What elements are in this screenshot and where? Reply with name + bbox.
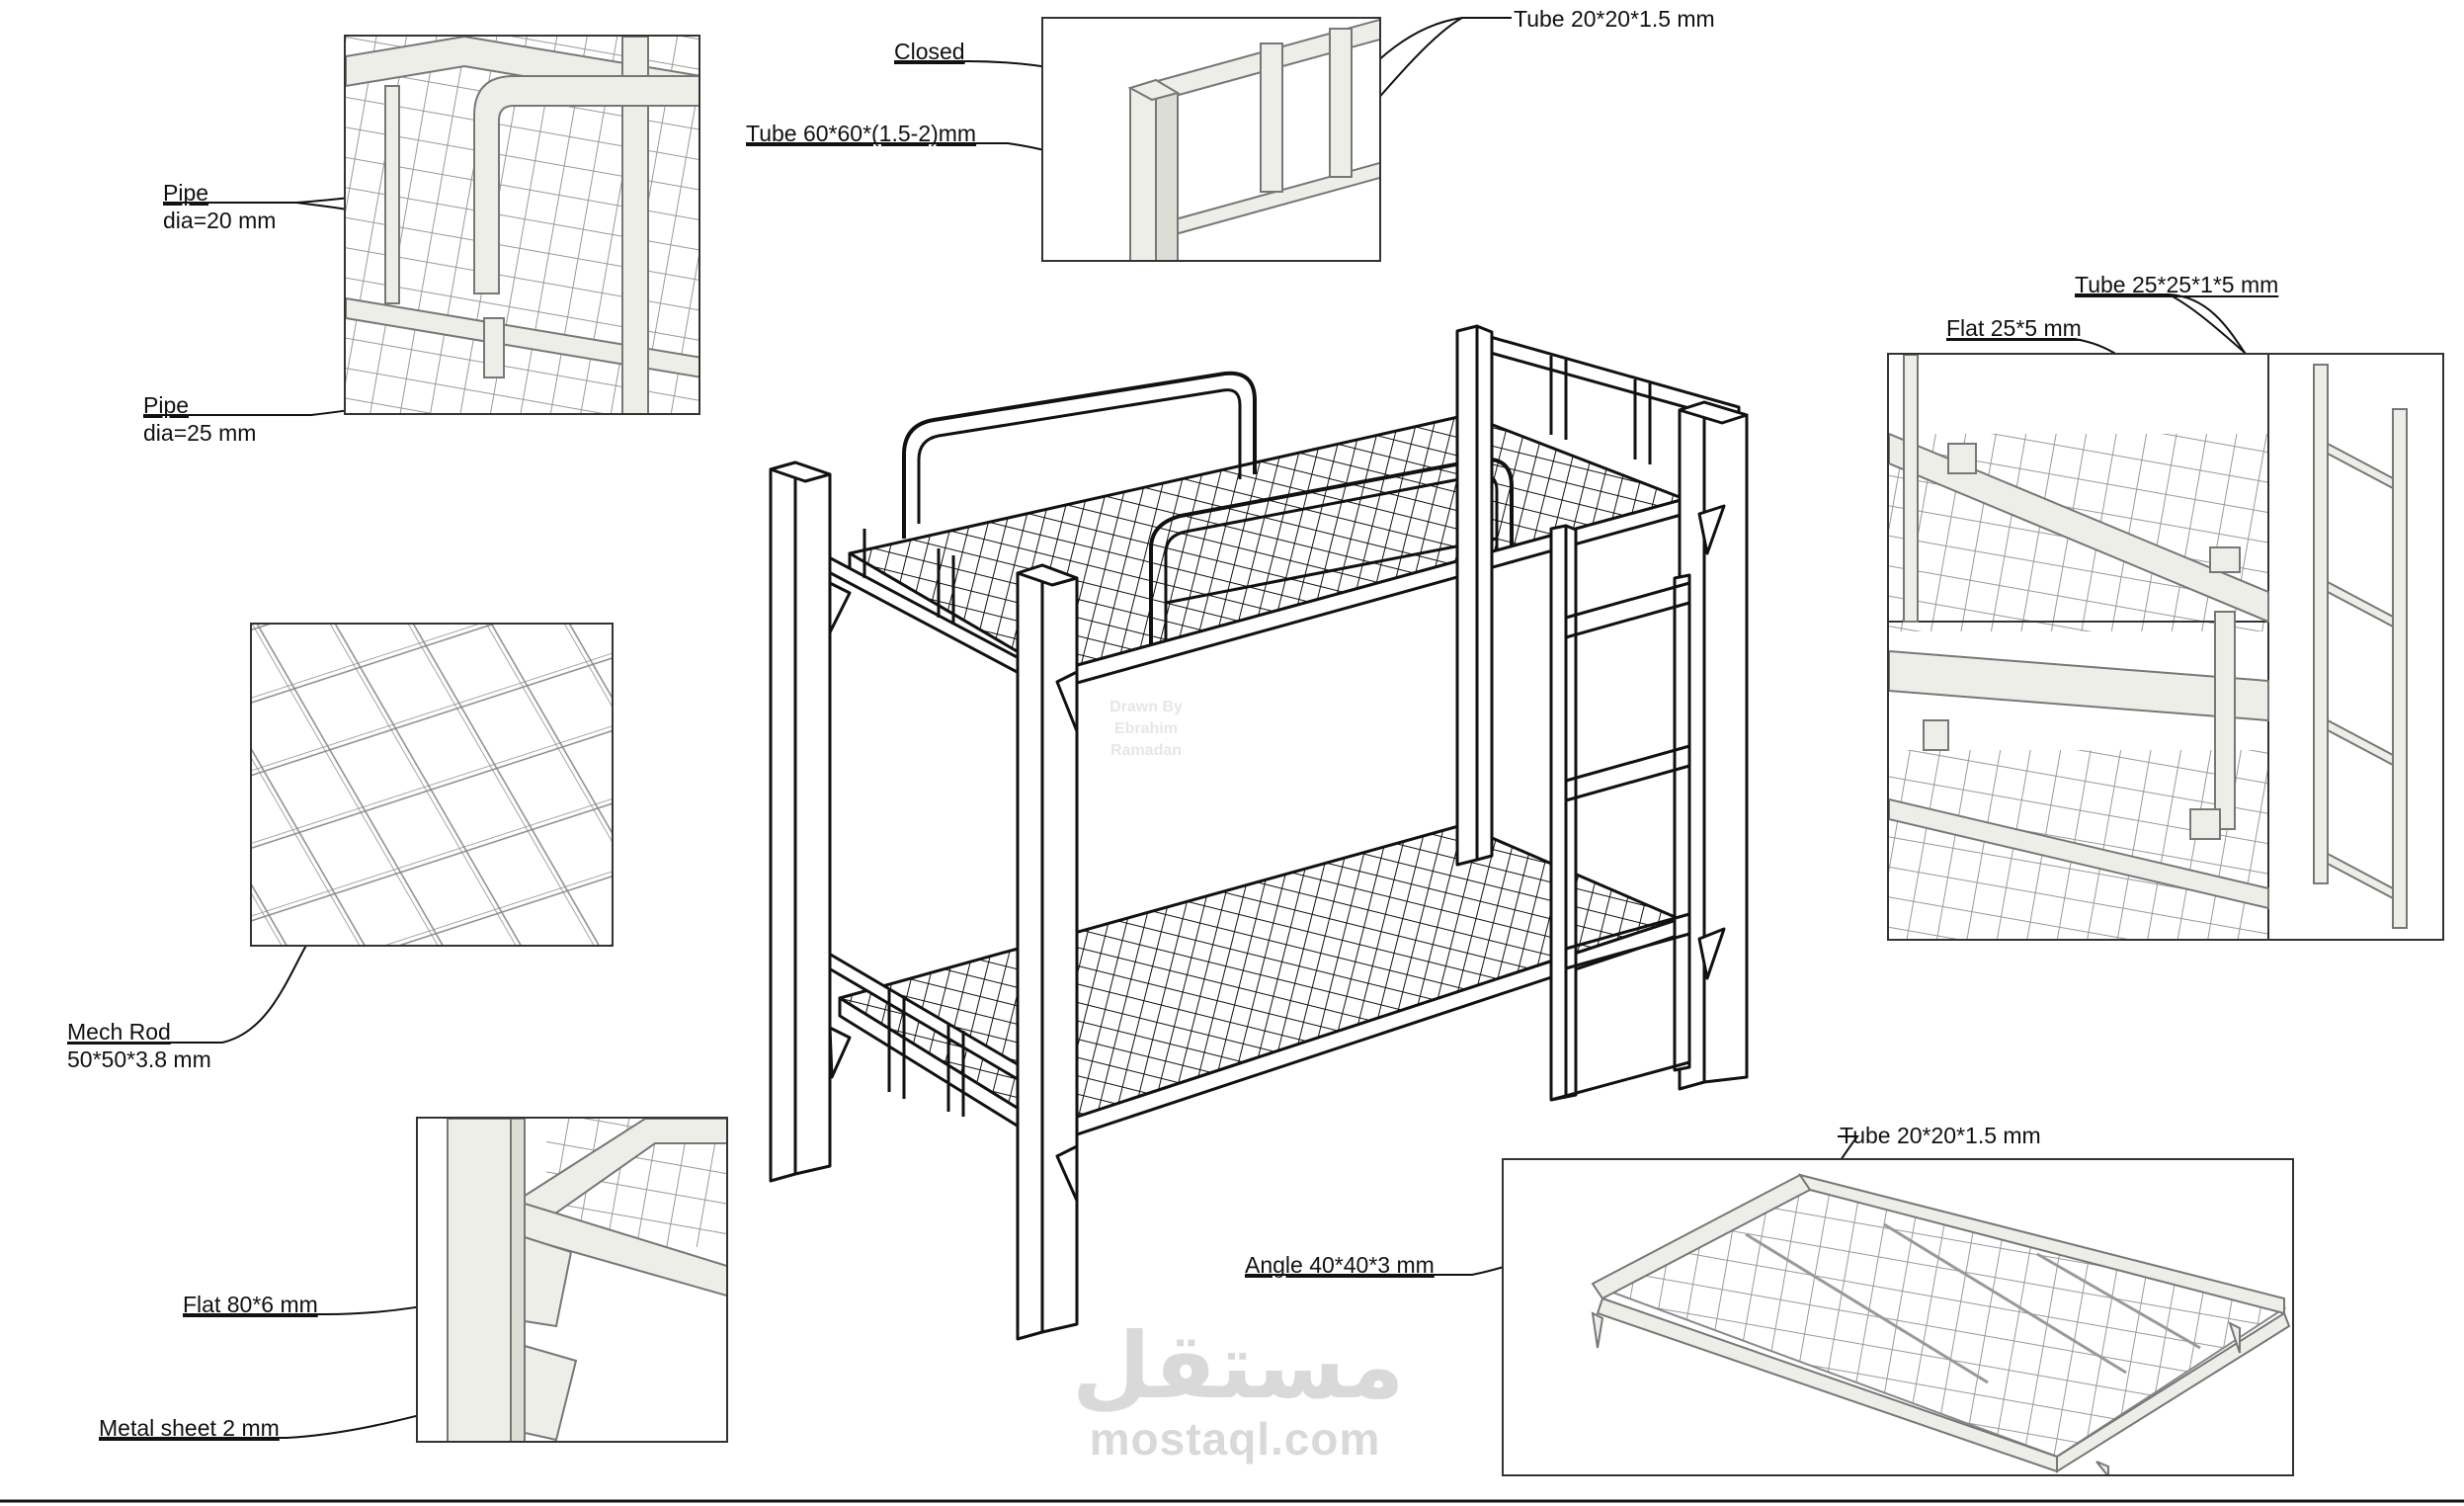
watermark-latin: mostaql.com bbox=[1089, 1413, 1381, 1464]
upper-side-guard bbox=[1149, 457, 1514, 652]
back-left-post bbox=[1455, 324, 1479, 867]
upper-back-guard bbox=[902, 371, 1257, 539]
detail-ladder-panel bbox=[1887, 353, 2444, 941]
label-mech-rod-dim: 50*50*3.8 mm bbox=[67, 1046, 211, 1072]
detail-bracket-panel bbox=[416, 1117, 728, 1443]
label-tube-20-bottom: Tube 20*20*1.5 mm bbox=[1840, 1123, 2041, 1148]
label-flat-25: Flat 25*5 mm bbox=[1946, 315, 2082, 341]
label-mech-rod-title: Mech Rod bbox=[67, 1019, 171, 1045]
label-closed: Closed bbox=[894, 39, 965, 64]
label-pipe-25-title: Pipe bbox=[143, 392, 190, 418]
bunk-bed bbox=[769, 324, 1749, 1341]
label-angle-40: Angle 40*40*3 mm bbox=[1245, 1252, 1435, 1278]
label-tube-25: Tube 25*25*1*5 mm bbox=[2075, 272, 2279, 297]
mostaql-watermark: مستقل mostaql.com bbox=[1072, 1316, 1405, 1464]
label-pipe-25-dim: dia=25 mm bbox=[143, 420, 257, 446]
label-flat-80: Flat 80*6 mm bbox=[183, 1292, 318, 1317]
ladder bbox=[1549, 524, 1691, 1102]
label-pipe-20-dim: dia=20 mm bbox=[163, 208, 277, 233]
detail-tube-panel bbox=[1041, 17, 1381, 262]
drawer-credit: Drawn By Ebrahim Ramadan bbox=[1109, 699, 1183, 759]
watermark-arabic: مستقل bbox=[1072, 1316, 1405, 1417]
detail-frame-panel bbox=[1502, 1158, 2294, 1476]
label-tube-20-top: Tube 20*20*1.5 mm bbox=[1514, 6, 1715, 32]
detail-mesh-panel bbox=[250, 623, 614, 947]
detail-pipe-panel bbox=[344, 35, 700, 415]
label-pipe-20-title: Pipe bbox=[163, 180, 209, 206]
label-tube-60: Tube 60*60*(1.5-2)mm bbox=[746, 121, 977, 146]
front-right-post bbox=[1016, 563, 1044, 1341]
front-left-post bbox=[769, 460, 797, 1183]
label-metal-sheet: Metal sheet 2 mm bbox=[99, 1415, 280, 1441]
